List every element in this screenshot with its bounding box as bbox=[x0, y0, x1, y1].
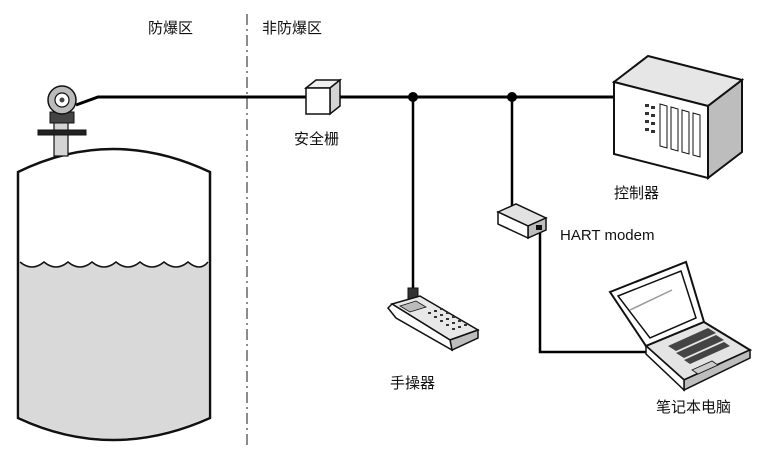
junction-dot-handheld bbox=[408, 92, 418, 102]
zone-label-hazardous: 防爆区 bbox=[148, 19, 193, 37]
level-transmitter bbox=[37, 85, 87, 157]
liquid-fill bbox=[20, 262, 208, 439]
zone-label-safe: 非防爆区 bbox=[262, 19, 322, 37]
hart-modem-label: HART modem bbox=[560, 227, 654, 244]
barrier-device bbox=[303, 78, 343, 116]
laptop-label: 笔记本电脑 bbox=[656, 398, 731, 416]
storage-tank bbox=[16, 147, 212, 442]
hart-modem-device bbox=[496, 203, 548, 240]
loop-cable bbox=[75, 95, 625, 107]
controller-device bbox=[611, 54, 745, 181]
barrier-label: 安全栅 bbox=[294, 130, 339, 148]
handheld-label: 手操器 bbox=[390, 374, 435, 392]
laptop-device bbox=[608, 260, 753, 392]
controller-label: 控制器 bbox=[614, 184, 659, 202]
modem-laptop-cable bbox=[538, 228, 654, 354]
liquid-surface bbox=[19, 261, 209, 268]
handheld-device bbox=[386, 287, 480, 352]
junction-dot-modem bbox=[507, 92, 517, 102]
